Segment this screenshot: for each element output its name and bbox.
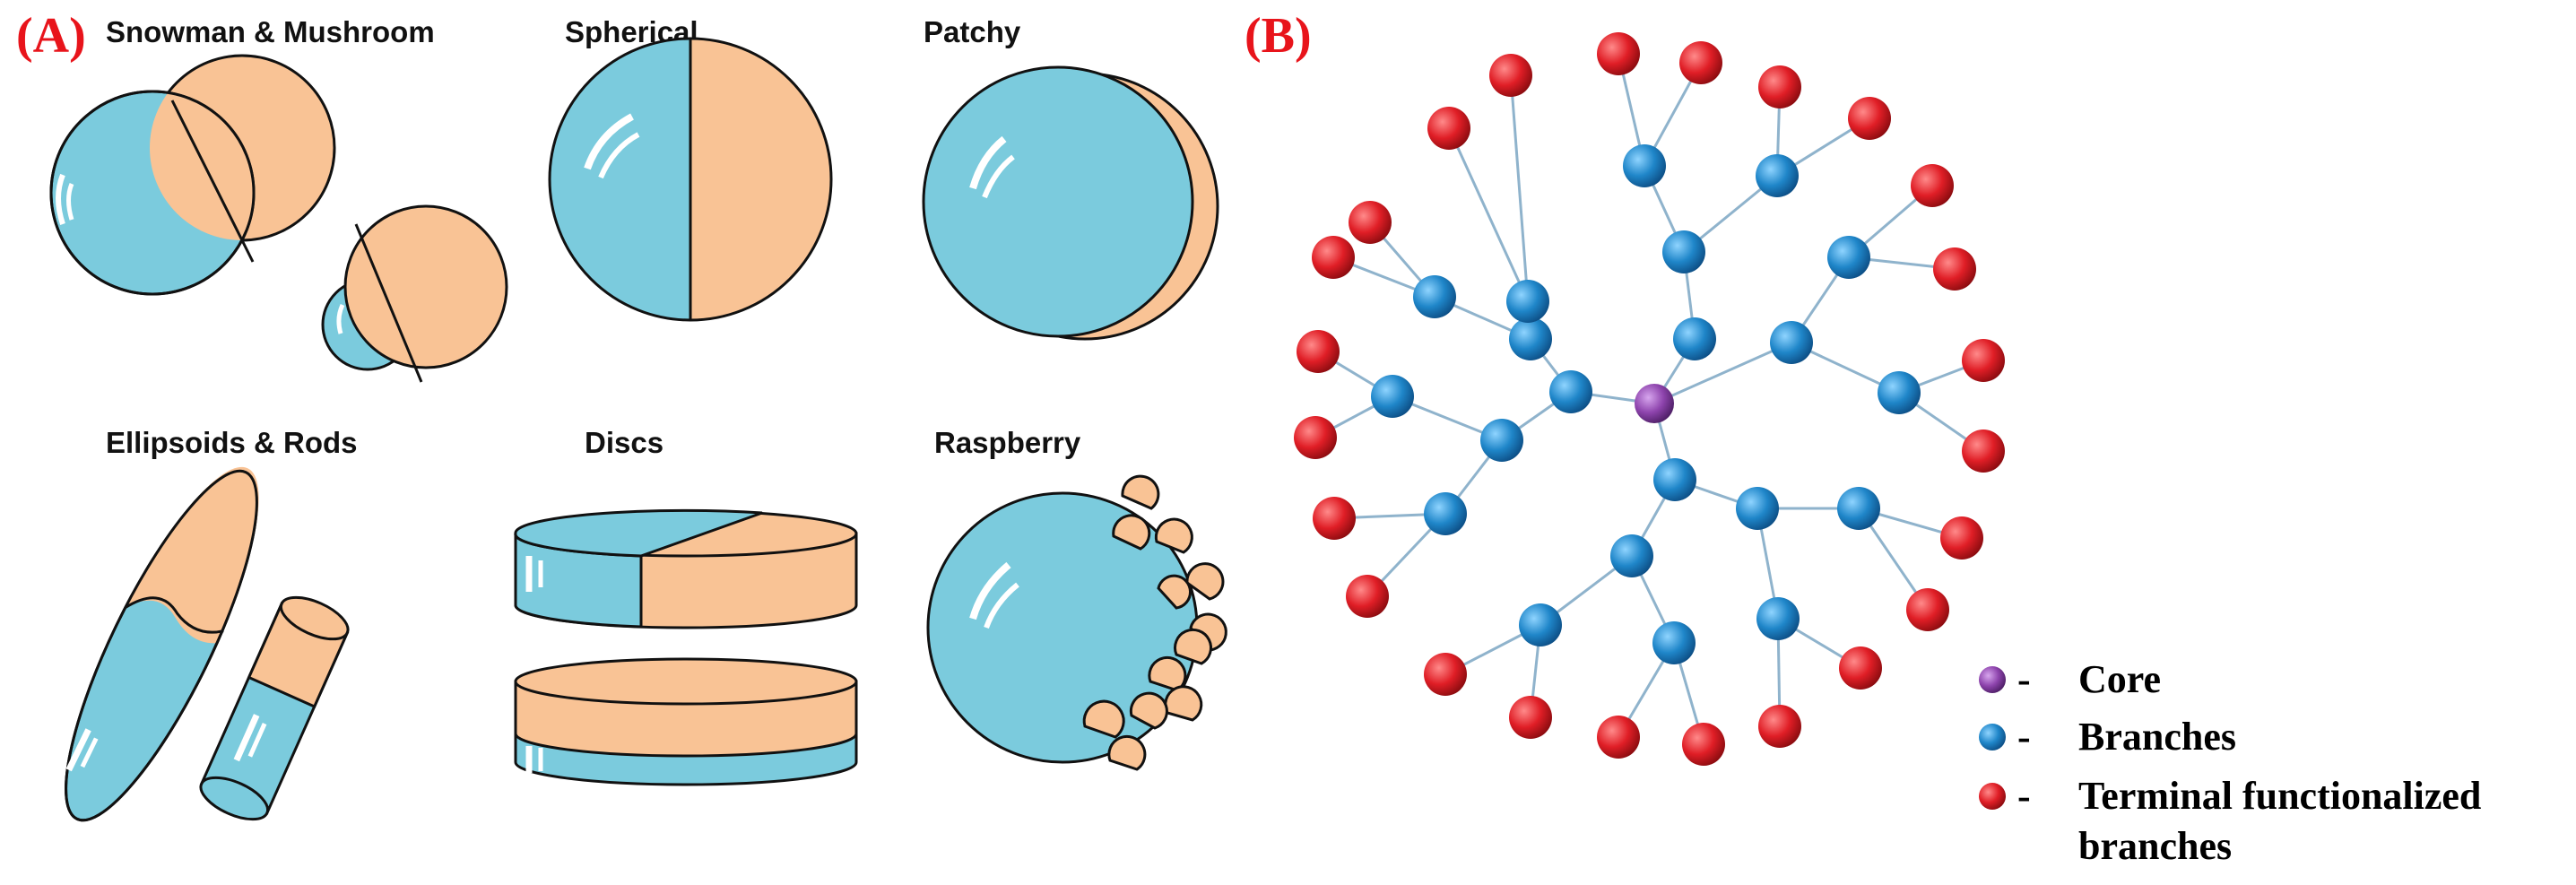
branch-node [1770,321,1813,364]
core-node [1635,384,1674,423]
panel-a-label: (A) [16,8,86,64]
branch-node [1756,597,1800,640]
terminal-node [1509,696,1552,739]
terminal-node [1489,54,1532,97]
branch-node [1371,375,1414,418]
terminal-node [1597,32,1640,75]
terminal-node [1962,339,2005,382]
branch-node [1413,275,1456,318]
legend-branch-icon [1979,724,2006,751]
branch-node [1652,621,1696,664]
branch-node [1610,534,1653,577]
dendrimer-nodes [1294,32,2005,766]
dendrimer-bond [1653,341,1792,405]
terminal-node [1758,705,1801,748]
branch-node [1509,317,1552,360]
ellipsoids-title: Ellipsoids & Rods [106,426,358,459]
branch-node [1756,154,1799,197]
terminal-node [1911,164,1954,207]
disc-layer-particle [514,657,858,786]
raspberry-title: Raspberry [934,426,1081,459]
branch-node [1653,458,1696,501]
disc-half-particle [514,508,858,629]
patchy-particle [922,65,1219,341]
branch-node [1623,144,1666,187]
terminal-node [1962,429,2005,473]
legend-terminal-dash: - [2017,774,2031,818]
legend-branch-label: Branches [2078,715,2236,759]
terminal-node [1597,716,1640,759]
branch-node [1480,419,1523,462]
branch-node [1837,487,1880,530]
legend-terminal-label-2: branches [2078,824,2232,868]
terminal-node [1940,516,1983,560]
raspberry-bumps [1082,474,1227,771]
spherical-particle [548,37,833,322]
terminal-node [1758,65,1801,108]
terminal-node [1839,646,1882,690]
rod-particle [199,595,350,821]
terminal-node [1294,416,1337,459]
dendrimer-bond [1509,74,1530,302]
branch-node [1827,236,1870,279]
terminal-node [1427,107,1470,150]
terminal-node [1346,575,1389,618]
panel-b-label: (B) [1245,8,1312,64]
branch-node [1673,317,1716,360]
legend-branch-dash: - [2017,715,2031,759]
terminal-node [1682,723,1725,766]
terminal-node [1349,201,1392,244]
legend-core-label: Core [2078,657,2161,701]
terminal-node [1848,97,1891,140]
legend-core-dash: - [2017,657,2031,701]
legend: - Core - Branches - Terminal functionali… [1979,657,2481,868]
terminal-node [1313,497,1356,540]
branch-node [1549,370,1592,413]
branch-node [1878,371,1921,414]
raspberry-particle [926,474,1227,771]
dendrimer-bond [1447,127,1530,302]
terminal-node [1297,330,1340,373]
branch-node [1662,230,1705,273]
mushroom-particle [321,204,508,383]
branch-node [1519,603,1562,646]
branch-node [1736,487,1779,530]
terminal-node [1424,653,1467,696]
patchy-title: Patchy [924,15,1021,48]
legend-terminal-label: Terminal functionalized [2078,774,2481,818]
branch-node [1424,492,1467,535]
terminal-node [1933,247,1976,291]
snowman-particle [49,54,336,296]
snowman-title: Snowman & Mushroom [106,15,435,48]
terminal-node [1312,236,1355,279]
terminal-node [1906,588,1949,631]
legend-terminal-icon [1979,783,2006,810]
ellipsoid-particle [65,466,259,822]
branch-node [1506,280,1549,323]
terminal-node [1679,41,1722,84]
legend-core-icon [1979,666,2006,693]
discs-title: Discs [585,426,664,459]
